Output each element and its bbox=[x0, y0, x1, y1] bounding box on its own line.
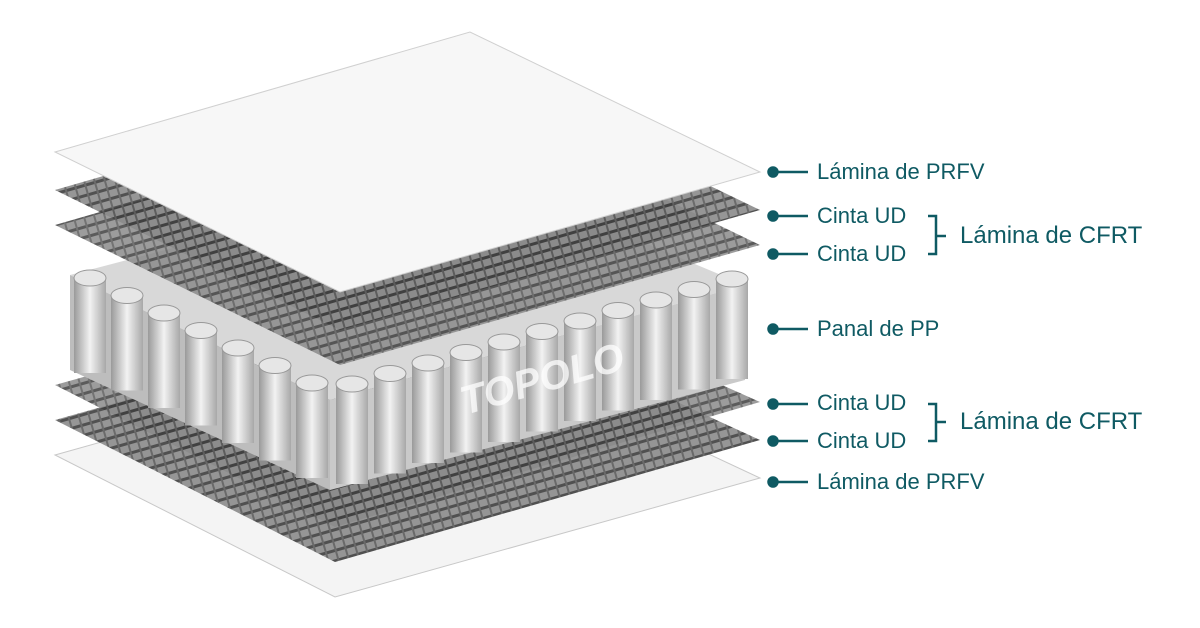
honeycomb-cell bbox=[563, 312, 597, 330]
honeycomb-cell bbox=[73, 269, 107, 287]
honeycomb-tube bbox=[716, 279, 748, 379]
honeycomb-cell bbox=[373, 365, 407, 382]
label-bottom-ud-2: Cinta UD bbox=[817, 428, 907, 453]
honeycomb-tube bbox=[296, 383, 328, 478]
honeycomb-tube bbox=[488, 342, 520, 442]
honeycomb-cell bbox=[295, 374, 329, 392]
honeycomb-cell bbox=[411, 354, 445, 372]
honeycomb-tube bbox=[678, 289, 710, 390]
honeycomb-tube bbox=[222, 348, 254, 443]
honeycomb-cell bbox=[449, 344, 483, 361]
honeycomb-tube bbox=[111, 295, 143, 391]
honeycomb-cell bbox=[184, 322, 218, 339]
label-honeycomb: Panal de PP bbox=[817, 316, 940, 341]
honeycomb-cell bbox=[335, 375, 369, 393]
honeycomb-cell bbox=[639, 291, 673, 309]
honeycomb-tube bbox=[602, 310, 634, 411]
top-prfv-sheet bbox=[53, 31, 762, 293]
honeycomb-cell bbox=[258, 357, 292, 374]
label-top-ud-1: Cinta UD bbox=[817, 203, 907, 228]
honeycomb-cell bbox=[110, 287, 144, 304]
honeycomb-cell bbox=[677, 281, 711, 298]
label-bottom-ud-1: Cinta UD bbox=[817, 390, 907, 415]
honeycomb-tube bbox=[374, 373, 406, 474]
honeycomb-tube bbox=[640, 300, 672, 400]
label-top-prfv: Lámina de PRFV bbox=[817, 159, 985, 184]
honeycomb-tube bbox=[564, 321, 596, 421]
honeycomb-cell bbox=[147, 304, 181, 322]
label-top-ud-2: Cinta UD bbox=[817, 241, 907, 266]
honeycomb-tube bbox=[185, 330, 217, 426]
label-top-cfrt: Lámina de CFRT bbox=[960, 222, 1143, 249]
honeycomb-tube bbox=[336, 384, 368, 484]
honeycomb-cell bbox=[525, 323, 559, 340]
honeycomb-tube bbox=[74, 278, 106, 373]
honeycomb-tube bbox=[450, 352, 482, 453]
honeycomb-cell bbox=[487, 333, 521, 351]
honeycomb-tube bbox=[412, 363, 444, 463]
honeycomb-tube bbox=[526, 331, 558, 432]
honeycomb-cell bbox=[221, 339, 255, 357]
honeycomb-cell bbox=[715, 270, 749, 288]
label-bottom-cfrt: Lámina de CFRT bbox=[960, 408, 1143, 435]
honeycomb-tube bbox=[148, 313, 180, 408]
honeycomb-cell bbox=[601, 302, 635, 319]
honeycomb-tube bbox=[259, 365, 291, 461]
label-bottom-prfv: Lámina de PRFV bbox=[817, 469, 985, 494]
